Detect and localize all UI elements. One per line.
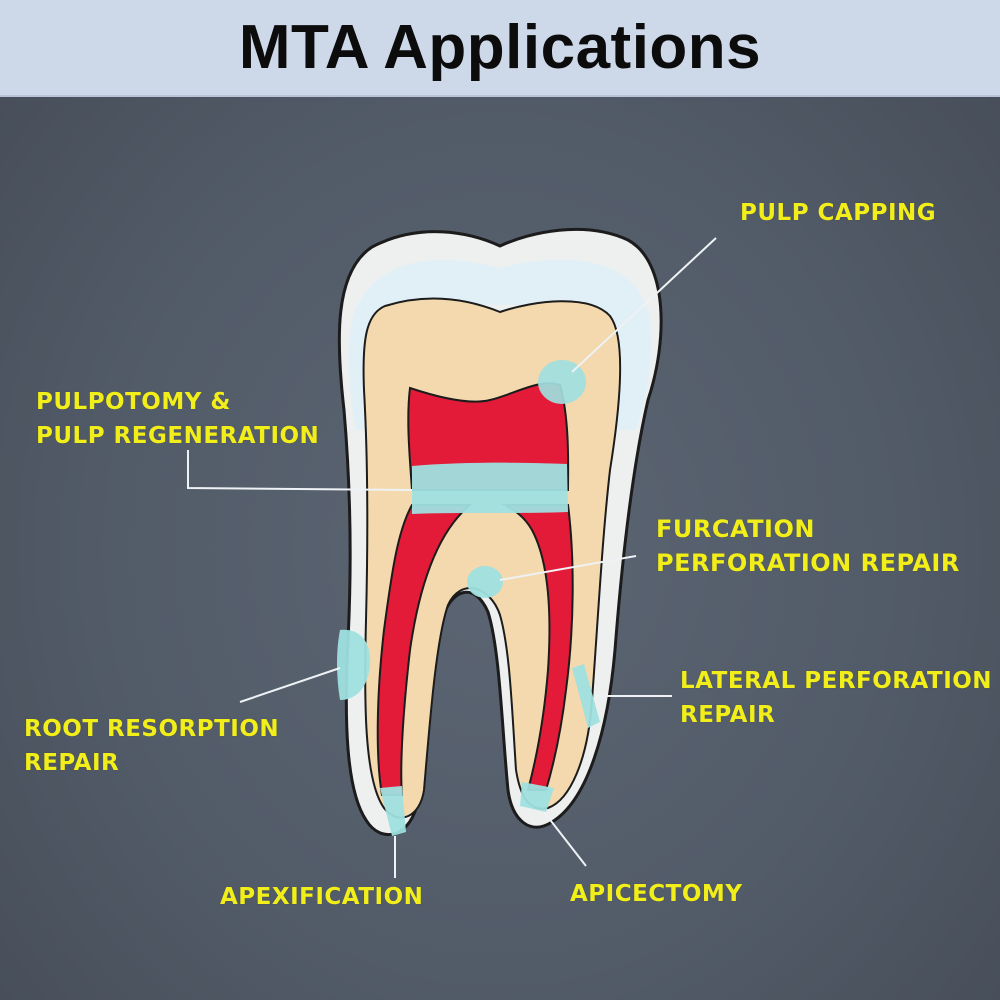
mta-apicectomy [520,782,554,812]
root-canal-right [501,504,574,791]
mta-pulpotomy [412,462,568,514]
label-line: FURCATION [656,515,815,543]
label-line: REPAIR [24,750,120,776]
leader-line-apicectomy [543,811,587,867]
leader-lines [187,237,717,878]
leader-line-pulp-capping [571,237,717,373]
label-root-resorption: ROOT RESORPTION REPAIR [24,712,279,780]
mta-root-resorption [337,629,371,700]
label-line: APEXIFICATION [220,884,424,910]
label-lateral-perforation: LATERAL PERFORATION REPAIR [680,664,992,732]
label-line: REPAIR [680,702,776,728]
label-line: PERFORATION REPAIR [656,549,960,577]
leader-line-furcation [499,555,637,581]
label-furcation: FURCATION PERFORATION REPAIR [656,512,960,580]
leader-line-root-resorption [239,667,341,703]
mta-lateral-perforation [572,664,600,728]
label-line: ROOT RESORPTION [24,716,280,742]
label-line: PULP REGENERATION [36,423,320,449]
mta-apexification [380,786,406,836]
mta-furcation [467,566,503,598]
label-pulpotomy: PULPOTOMY & PULP REGENERATION [36,385,319,453]
label-line: PULP CAPPING [740,200,937,226]
title-bar: MTA Applications [0,0,1000,97]
label-apexification: APEXIFICATION [220,880,423,914]
label-line: APICECTOMY [570,881,743,907]
label-line: PULPOTOMY & [36,389,231,415]
furcation-dentin [463,505,524,585]
label-apicectomy: APICECTOMY [570,877,742,911]
page-title: MTA Applications [238,13,762,82]
leader-line-pulpotomy [187,450,413,491]
label-line: LATERAL PERFORATION [680,668,993,694]
label-pulp-capping: PULP CAPPING [740,196,936,230]
